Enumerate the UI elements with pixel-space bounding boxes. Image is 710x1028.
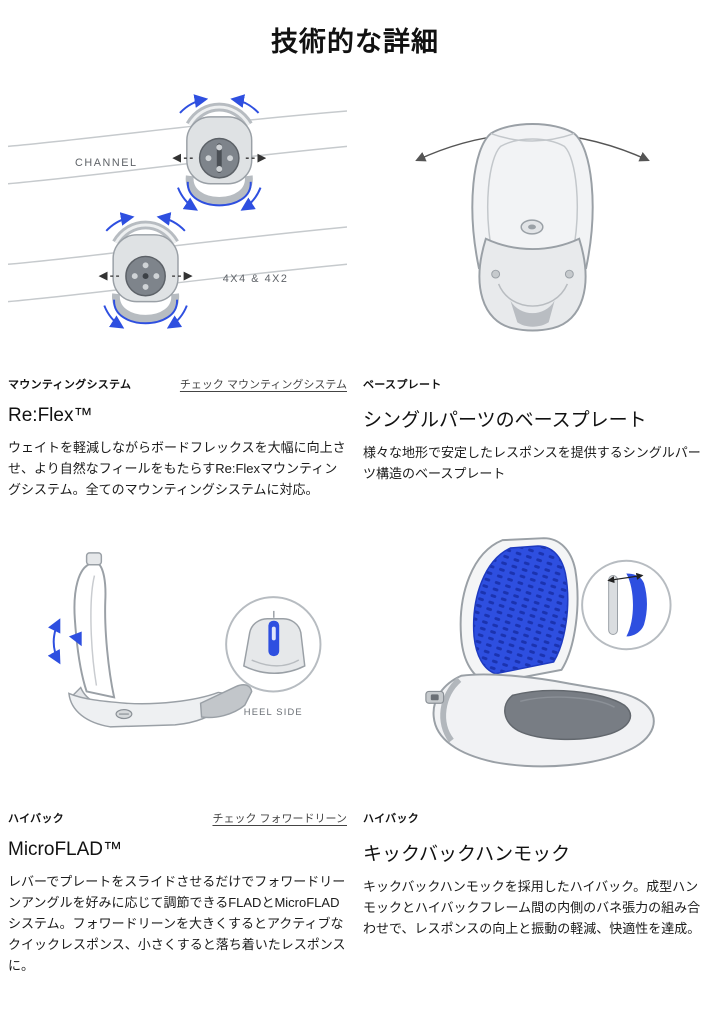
baseplate-illustration [415,123,650,332]
disc-pattern-label: 4X4 & 4X2 [223,273,289,285]
flad-lever-icon [68,631,82,647]
highback-rear-view [471,123,594,280]
microflad-category: ハイバック [8,813,65,826]
heel-loop [440,677,462,743]
check-mounting-system-link[interactable]: チェック マウンティングシステム [179,379,347,391]
hammock-crosssection-icon [626,573,647,637]
page-title: 技術的な詳細 [271,27,439,57]
binding-side-view [47,552,253,728]
binding-threequarter-view [425,537,655,768]
binding-topview-4x4 [98,212,193,329]
baseplate-body: 様々な地形で安定したレスポンスを提供するシングルパーツ構造のベースプレート [363,445,701,482]
check-forward-lean-link[interactable]: チェック フォワードリーン [212,813,347,826]
hammock-detail-circle [581,559,672,651]
baseplate-section: ベースプレート シングルパーツのベースプレート 様々な地形で安定したレスポンスを… [363,362,702,526]
sections-grid: CHANNEL [8,87,702,1002]
reflex-section: マウンティングシステム チェック マウンティングシステム Re:Flex™ ウェ… [8,362,347,526]
baseplate-category: ベースプレート [363,379,442,391]
baseplate-figure [363,87,702,362]
hammock-category: ハイバック [363,813,420,826]
reflex-heading: Re:Flex™ [8,405,93,426]
footbed-cushion [504,689,632,741]
heel-cup [478,237,587,332]
hammock-highback-icon [472,545,569,675]
toe-ramp [199,684,253,719]
channel-label: CHANNEL [75,157,138,169]
microflad-section: ハイバック チェック フォワードリーン MicroFLAD™ レバーでプレートを… [8,796,347,1002]
hammock-body: キックバックハンモックを採用したハイバック。成型ハンモックとハイバックフレーム間… [363,879,701,937]
spring-tension-arrow-icon [607,572,644,584]
hammock-figure [363,526,702,796]
heel-side-label: HEEL SIDE [244,707,303,717]
hammock-heading: キックバックハンモック [363,844,571,866]
hammock-illustration [425,537,672,768]
hammock-section: ハイバック キックバックハンモック キックバックハンモックを採用したハイバック。… [363,796,702,1002]
microflad-illustration: HEEL SIDE [47,552,322,728]
reflex-figure: CHANNEL [8,87,347,362]
baseplate-heading: シングルパーツのベースプレート [363,410,647,431]
binding-topview-channel [172,94,267,211]
reflex-body: ウェイトを軽減しながらボードフレックスを大幅に向上させ、より自然なフィールをもた… [8,440,346,498]
microflad-body: レバーでプレートをスライドさせるだけでフォワードリーンアングルを好みに応じて調節… [8,874,346,974]
microflad-heading: MicroFLAD™ [8,839,123,861]
mounting-system-illustration: CHANNEL [8,94,347,329]
lean-adjust-arrow-icon [47,618,61,665]
heel-side-detail-circle [225,596,322,693]
microflad-figure: HEEL SIDE [8,526,347,796]
reflex-category: マウンティングシステム [8,379,132,391]
